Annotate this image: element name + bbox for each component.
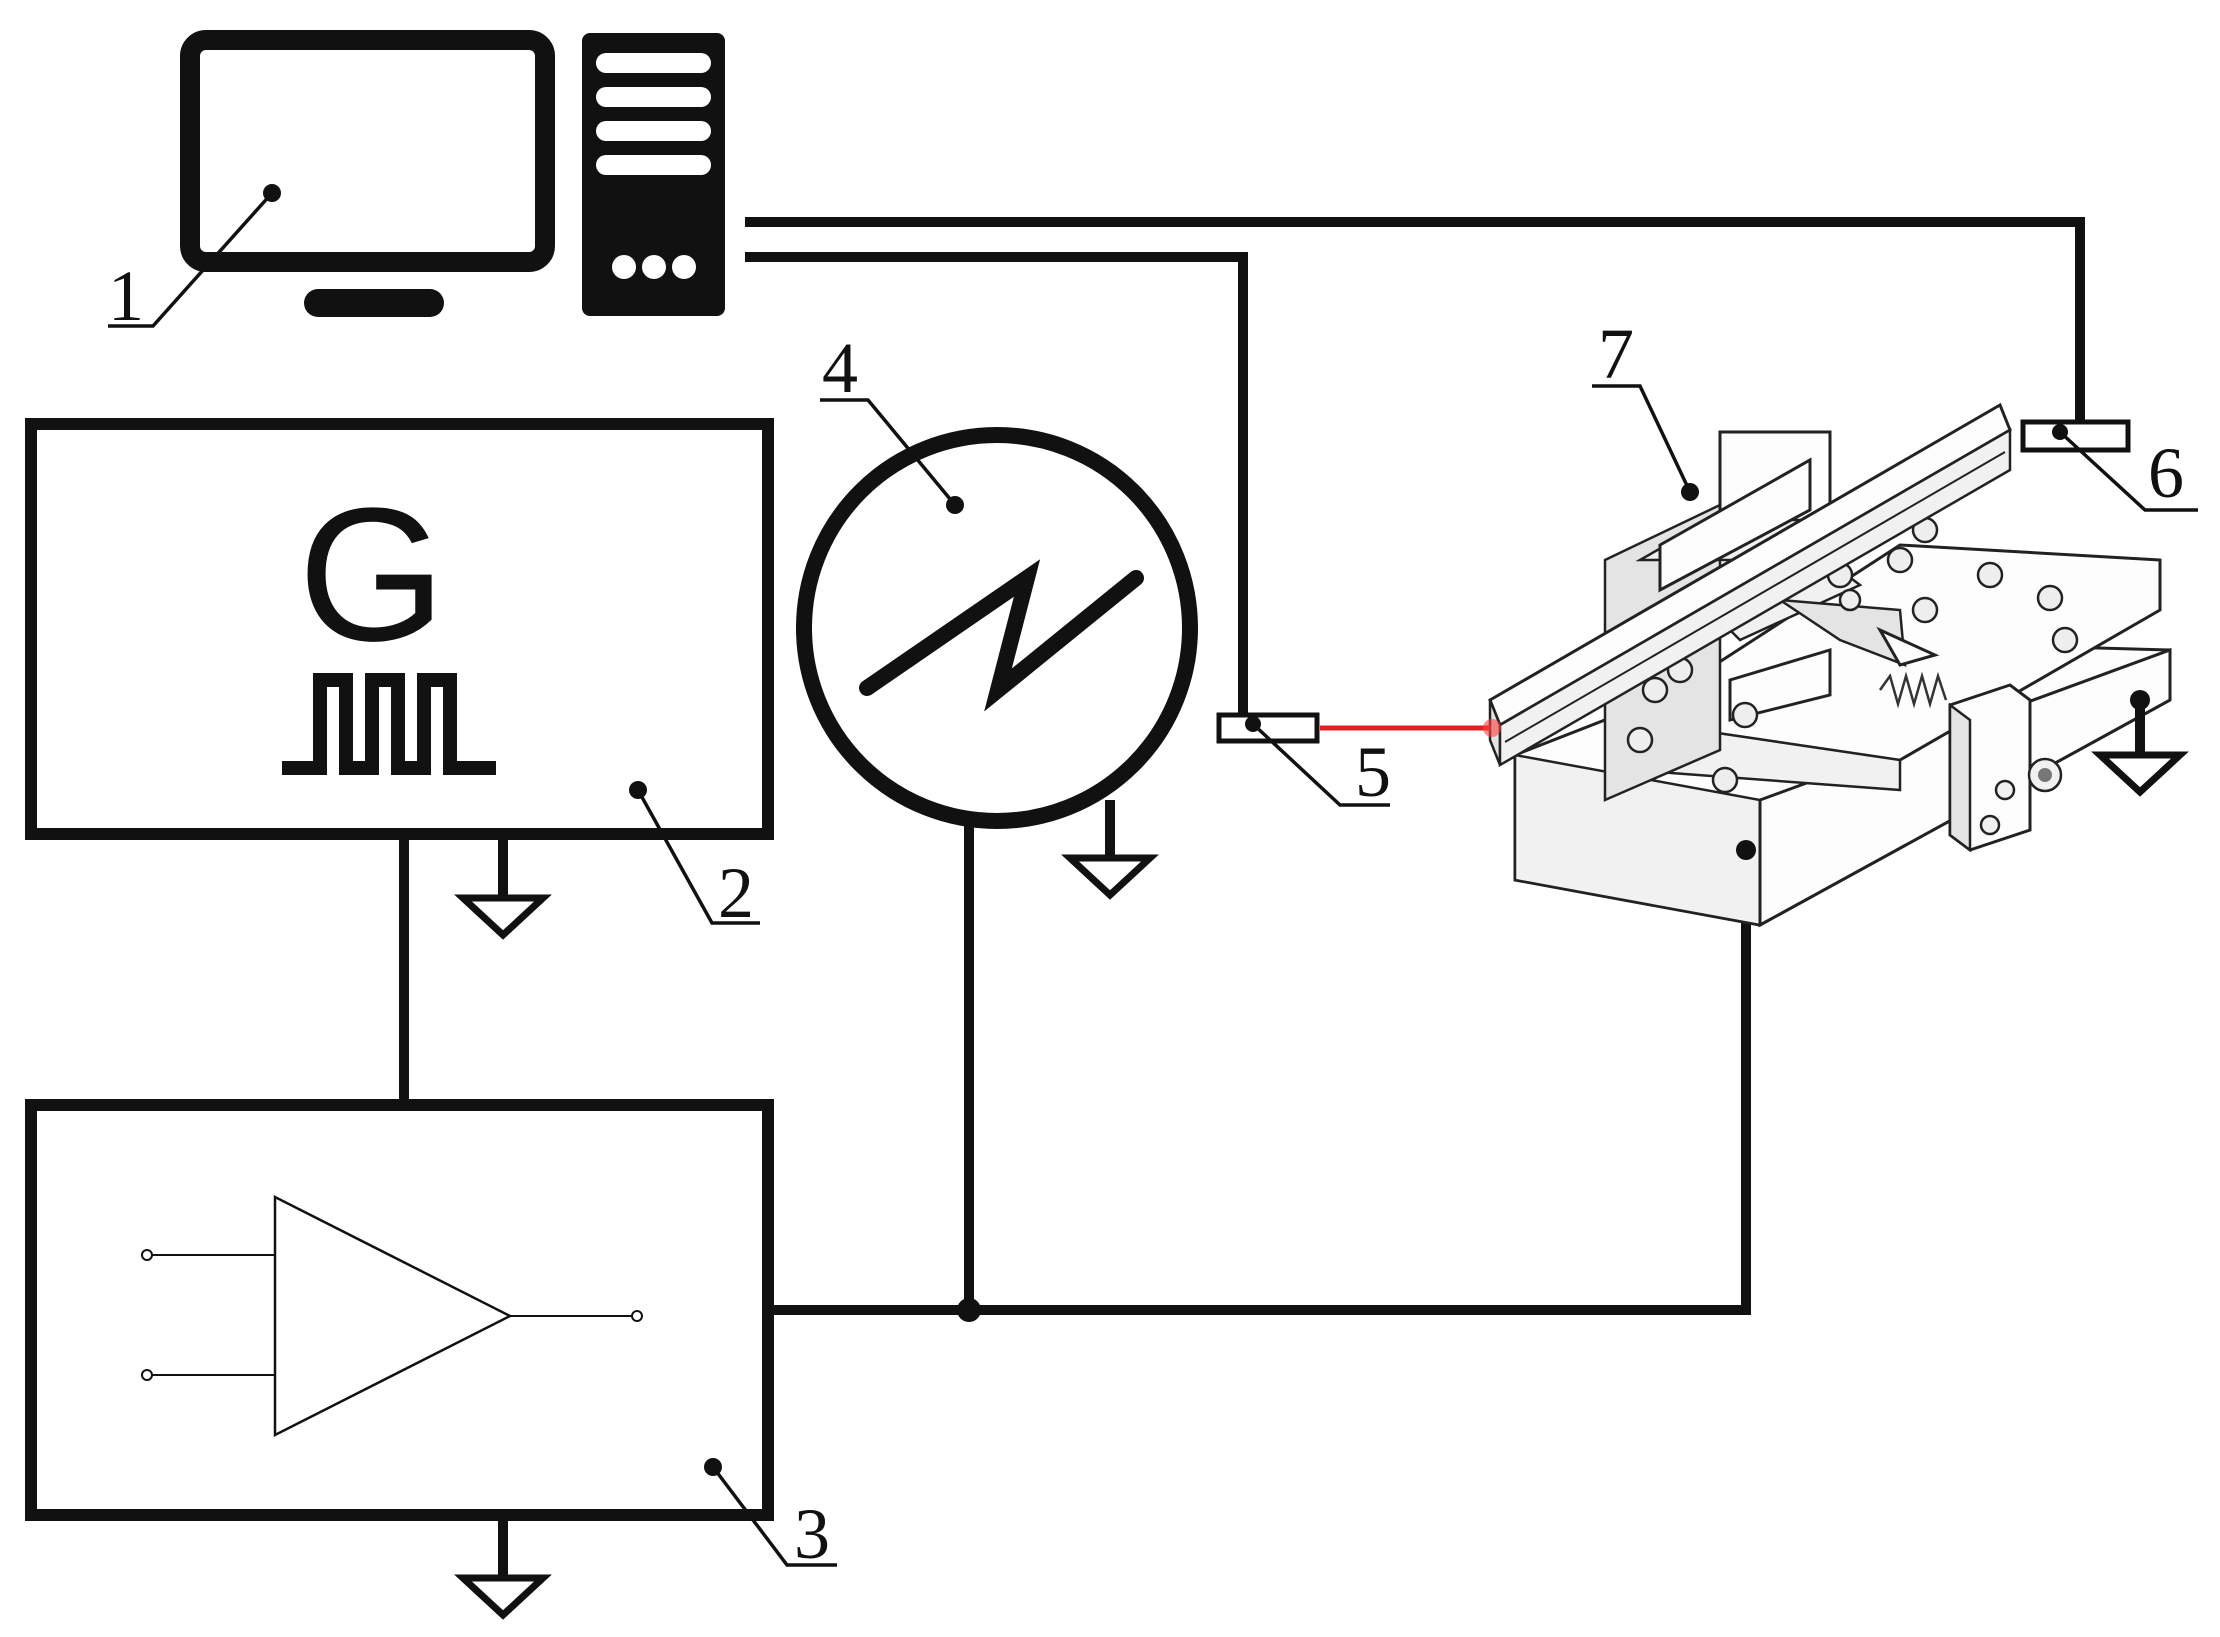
label-4: 4 — [822, 328, 858, 408]
label-6: 6 — [2148, 433, 2184, 513]
label-2: 2 — [718, 853, 754, 933]
power-source: 4 — [796, 328, 1198, 900]
amplifier-icon — [141, 1194, 643, 1438]
label-7: 7 — [1598, 314, 1634, 394]
ground-icon — [1061, 800, 1159, 900]
wire-computer-sensor-5 — [745, 252, 1248, 715]
pulse-wave-icon — [282, 673, 496, 775]
monitor-icon — [180, 30, 555, 317]
ground-icon — [2091, 700, 2189, 797]
generator-symbol: G — [298, 469, 446, 681]
computer: 1 — [108, 30, 725, 336]
sensor-6: 6 — [2020, 419, 2198, 513]
ground-icon — [454, 840, 552, 940]
signal-generator: G 2 — [25, 418, 774, 940]
label-3: 3 — [794, 1494, 830, 1574]
sensor-5: 5 — [1216, 712, 1501, 812]
wire-output-bus — [768, 850, 1751, 1315]
amplifier: 3 — [25, 1099, 837, 1620]
ground-icon — [454, 1520, 552, 1620]
computer-tower-icon — [582, 33, 725, 316]
wire-computer-sensor-6 — [745, 217, 2085, 422]
label-1: 1 — [108, 256, 144, 336]
label-5: 5 — [1355, 732, 1391, 812]
sawtooth-icon — [859, 559, 1144, 712]
